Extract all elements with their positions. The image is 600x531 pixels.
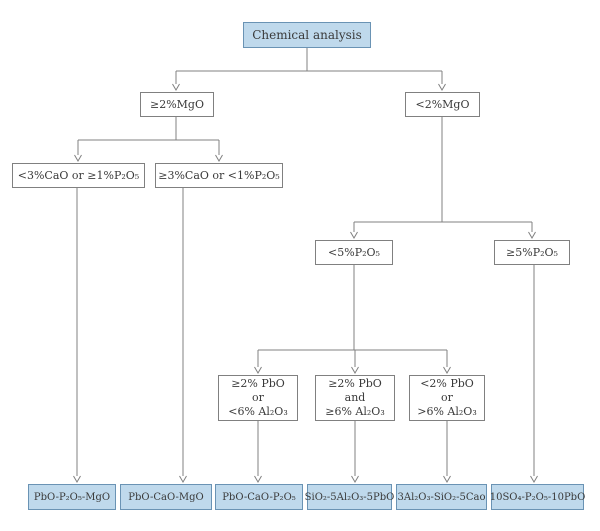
- node-ge5-p2o5: ≥5%P₂O₅: [494, 240, 570, 265]
- node-ge2-pbo-or-lt6-al2o3: ≥2% PbO or <6% Al₂O₃: [218, 375, 298, 421]
- condition-line: or: [252, 391, 264, 404]
- node-chemical-analysis: Chemical analysis: [243, 22, 371, 48]
- node-ge3-cao-or-lt1-p2o5: ≥3%CaO or <1%P₂O₅: [155, 163, 283, 188]
- result-pbo-cao-p2o5: PbO-CaO-P₂O₅: [215, 484, 303, 510]
- condition-line: <2% PbO: [420, 377, 474, 390]
- result-10so4-p2o5-10pbo: 10SO₄-P₂O₅-10PbO: [490, 484, 585, 510]
- node-lt3-cao-or-ge1-p2o5: <3%CaO or ≥1%P₂O₅: [12, 163, 145, 188]
- condition-line: ≥2% PbO: [328, 377, 382, 390]
- node-lt2-mgo: <2%MgO: [405, 92, 480, 117]
- condition-line: ≥6% Al₂O₃: [325, 405, 385, 418]
- condition-line: ≥2% PbO: [231, 377, 285, 390]
- node-ge2-pbo-and-ge6-al2o3: ≥2% PbO and ≥6% Al₂O₃: [315, 375, 395, 421]
- node-ge2-mgo: ≥2%MgO: [140, 92, 214, 117]
- node-lt2-pbo-or-gt6-al2o3: <2% PbO or >6% Al₂O₃: [409, 375, 485, 421]
- result-3al2o3-sio2-5cao: 3Al₂O₃-SiO₂-5Cao: [396, 484, 487, 510]
- result-pbo-cao-mgo: PbO-CaO-MgO: [120, 484, 212, 510]
- node-lt5-p2o5: <5%P₂O₅: [315, 240, 393, 265]
- condition-line: >6% Al₂O₃: [417, 405, 477, 418]
- condition-line: or: [441, 391, 453, 404]
- result-pbo-p2o5-mgo: PbO-P₂O₅-MgO: [28, 484, 116, 510]
- condition-line: <6% Al₂O₃: [228, 405, 288, 418]
- condition-line: and: [344, 391, 366, 404]
- result-sio2-5al2o3-5pbo: SiO₂-5Al₂O₃-5PbO: [305, 484, 394, 510]
